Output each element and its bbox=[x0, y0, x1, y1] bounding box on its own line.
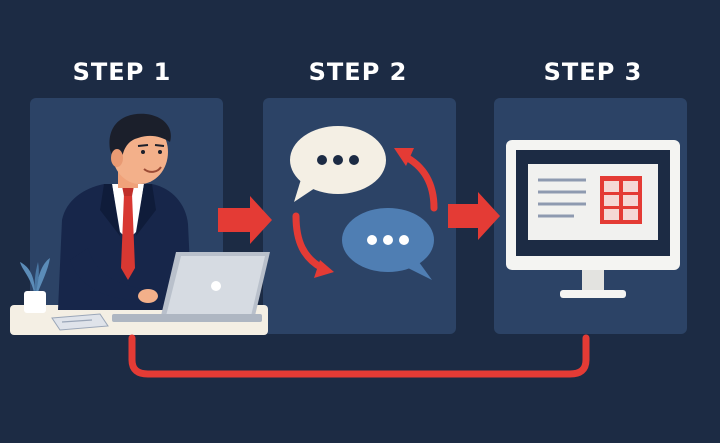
laptop-logo bbox=[211, 281, 221, 291]
cycle-arrow-right bbox=[400, 152, 438, 212]
arrow-step1-to-step2 bbox=[218, 196, 272, 244]
person-hair bbox=[109, 113, 171, 160]
step-2-title: STEP 2 bbox=[308, 58, 408, 86]
speech-bubble-blue-icon bbox=[342, 208, 434, 280]
monitor-illustration bbox=[506, 140, 680, 298]
arrow-step2-to-step3 bbox=[448, 192, 500, 240]
person-at-laptop-illustration bbox=[10, 113, 270, 335]
step-3-title: STEP 3 bbox=[543, 58, 643, 86]
feedback-loop-line bbox=[128, 334, 590, 378]
laptop-base bbox=[112, 314, 262, 322]
cycle-arrow-left bbox=[292, 212, 326, 272]
table-grid-icon bbox=[600, 176, 642, 224]
monitor-stand bbox=[560, 290, 626, 298]
plant-icon bbox=[20, 258, 50, 313]
paper-icon bbox=[51, 313, 109, 331]
tie bbox=[121, 194, 135, 280]
monitor-neck bbox=[582, 270, 604, 292]
speech-bubble-white-icon bbox=[290, 126, 386, 202]
chat-bubbles-illustration bbox=[290, 126, 438, 280]
step-1-title: STEP 1 bbox=[72, 58, 172, 86]
